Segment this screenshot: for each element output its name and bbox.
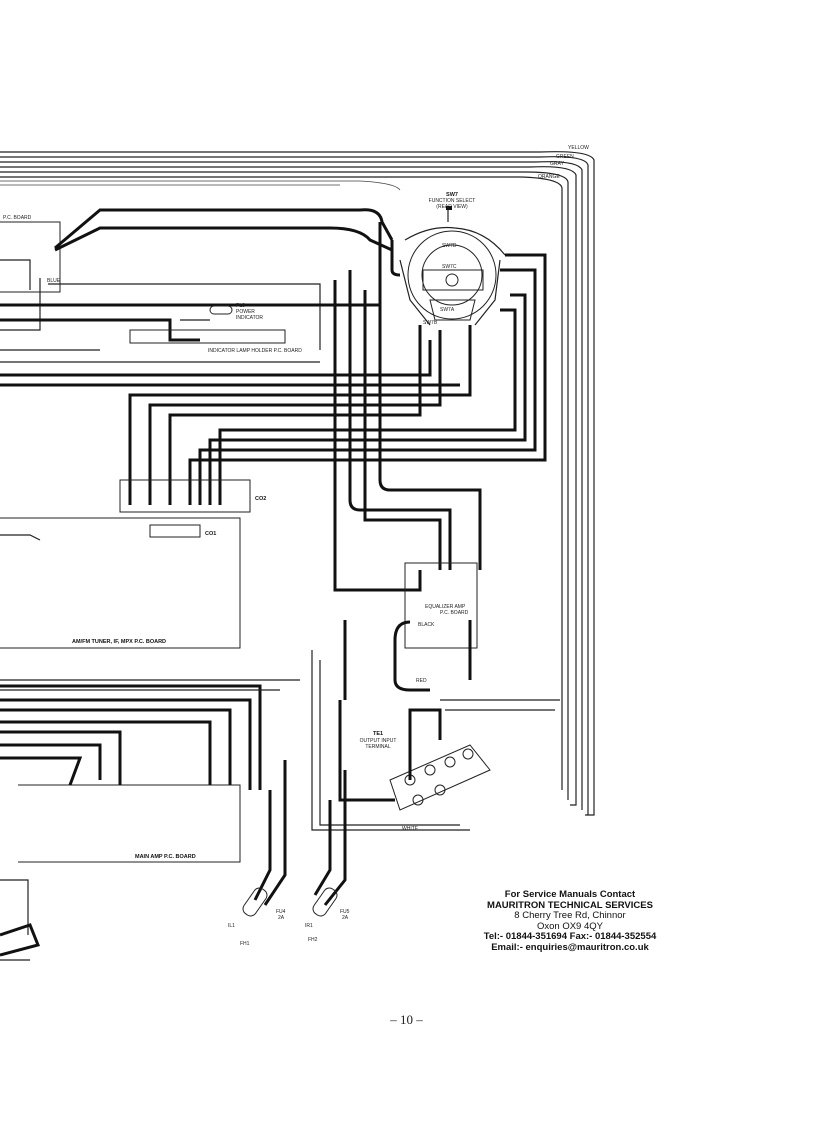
sw7-sub-label-2: (REAR VIEW) <box>436 204 468 210</box>
switch-wires <box>0 222 547 592</box>
wire-white-label: WHITE <box>402 826 419 832</box>
fu4-value: 2A <box>278 915 285 921</box>
te1-terminal <box>311 650 560 831</box>
co1-label: CO1 <box>205 531 216 537</box>
eq-board-label-2: P.C. BOARD <box>440 610 469 616</box>
contact-line-3: 8 Cherry Tree Rd, Chinnor <box>514 910 626 921</box>
service-contact-block: For Service Manuals Contact MAURITRON TE… <box>455 889 685 953</box>
indicator-label: INDICATOR <box>236 315 263 321</box>
fu5-label: FU5 <box>340 909 350 915</box>
contact-line-6: Email:- enquiries@mauritron.co.uk <box>491 941 649 953</box>
te1-sub-label-1: OUTPUT INPUT <box>360 738 397 744</box>
sw7d-label: SW7D <box>442 243 457 249</box>
wire-yellow-label: YELLOW <box>568 145 589 151</box>
co2-label: CO2 <box>255 496 266 502</box>
te1-label: TE1 <box>373 731 383 737</box>
tuner-board <box>0 517 241 649</box>
fh2-label: FH2 <box>308 937 318 943</box>
sw7-label: SW7 <box>446 192 458 198</box>
contact-line-1: For Service Manuals Contact <box>504 889 636 900</box>
eq-board-label-1: EQUALIZER AMP <box>425 604 466 610</box>
co2-connector <box>119 479 251 513</box>
ir1-label: IR1 <box>305 923 313 929</box>
top-harness <box>0 151 595 816</box>
sw7-function-switch <box>399 206 506 326</box>
bottom-left-assembly <box>0 879 41 961</box>
sw7-sub-label-1: FUNCTION SELECT <box>429 198 476 204</box>
sw7b-label: SW7B <box>423 320 438 326</box>
wire-red-label: RED <box>416 678 427 684</box>
fu5-value: 2A <box>342 915 349 921</box>
contact-line-4: Oxon OX9 4QY <box>536 920 603 932</box>
indicator-lamp-holder <box>129 305 286 344</box>
pc-board-label: P.C. BOARD <box>3 215 32 221</box>
sw7c-label: SW7C <box>442 264 457 270</box>
tuner-board-label: AM/FM TUNER, IF, MPX P.C. BOARD <box>72 639 166 645</box>
sw7a-label: SW7A <box>440 307 455 313</box>
te1-sub-label-2: TERMINAL <box>365 744 391 750</box>
main-amp-label: MAIN AMP P.C. BOARD <box>135 854 196 860</box>
wire-green-label: GREEN <box>556 154 574 160</box>
equalizer-board <box>343 562 478 700</box>
wire-gray-label: GRAY <box>550 161 564 167</box>
power-label: POWER <box>236 309 255 315</box>
wire-black-label: BLACK <box>418 622 435 628</box>
fu4-label: FU4 <box>276 909 286 915</box>
lamp-holder-label: INDICATOR LAMP HOLDER P.C. BOARD <box>208 348 302 354</box>
diagram-labels: SW7 FUNCTION SELECT (REAR VIEW) SW7D SW7… <box>3 145 589 947</box>
main-amp-board <box>0 679 300 863</box>
pl8-label: PL8 <box>236 303 245 309</box>
wire-orange-label: ORANGE <box>538 174 560 180</box>
il1-label: IL1 <box>228 923 235 929</box>
wire-blue-label: BLUE <box>47 278 61 284</box>
page-number: – 10 – <box>390 1012 423 1027</box>
fh1-label: FH1 <box>240 941 250 947</box>
contact-line-2: MAURITRON TECHNICAL SERVICES <box>487 899 653 911</box>
fuse-holders <box>242 760 347 917</box>
contact-line-5: Tel:- 01844-351694 Fax:- 01844-352554 <box>483 931 657 942</box>
pc-board-top-left <box>0 208 394 350</box>
